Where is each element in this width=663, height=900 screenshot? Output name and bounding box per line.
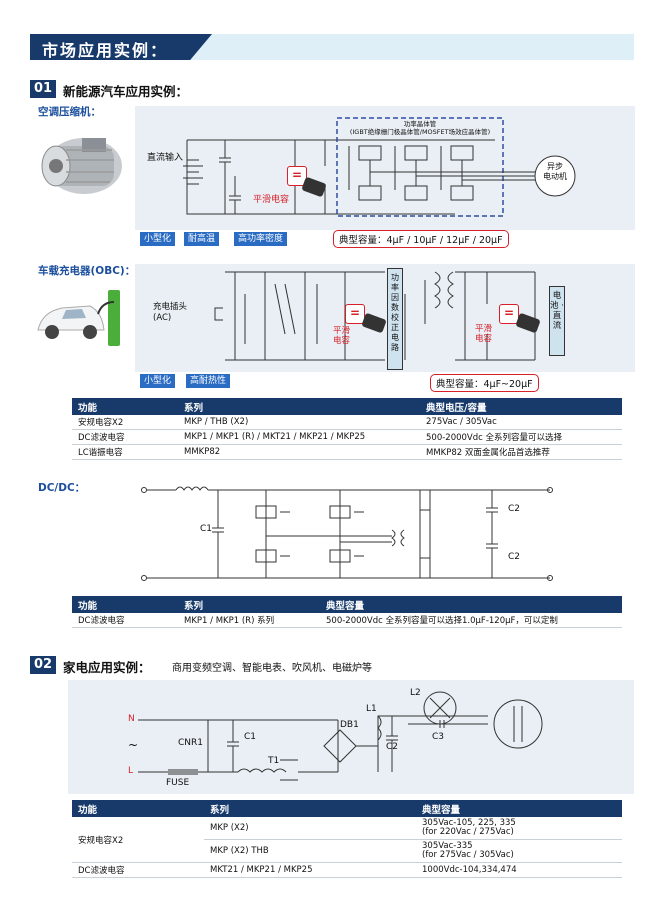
page-title: 市场应用实例： [42,41,169,60]
table-cell: 500-2000Vdc 全系列容量可以选择1.0μF-120μF，可以定制 [320,613,622,628]
table-header: 典型电压/容量 [420,398,622,415]
c1-label: C1 [200,524,213,534]
line-label: L [128,766,134,776]
fuse-label: FUSE [166,778,190,788]
charging-plug-label: 充电插头 (AC) [153,302,188,323]
l1-label: L1 [366,704,377,714]
appliance-capacitor-table: 功能 系列 典型容量 安规电容X2 MKP (X2) 305Vac-105, 2… [72,800,622,878]
table-cell: MKP1 / MKP1 (R) / MKT21 / MKP21 / MKP25 [178,429,420,445]
c2-label-appliance: C2 [386,742,399,752]
tag-compact: 小型化 [140,232,176,246]
pfc-circuit-box: 功率因数校正电路 [387,268,403,370]
table-cell: 1000Vdc-104,334,474 [416,862,622,878]
c3-label: C3 [432,732,445,742]
tag-heat-resistance: 高耐热性 [186,374,231,388]
db1-label: DB1 [340,720,359,730]
compressor-image [32,120,130,202]
table-header: 典型容量 [320,596,622,613]
neutral-label: N [128,714,135,724]
table-header: 系列 [204,800,416,817]
table-cell: MMKP82 双面金属化品首选推荐 [420,444,622,460]
ac-tilde: ~ [128,738,139,752]
table-cell: MKP1 / MKP1 (R) 系列 [178,613,320,628]
table-header: 系列 [178,596,320,613]
table-cell: MKT21 / MKP21 / MKP25 [204,862,416,878]
section-title-02: 家电应用实例： [63,660,151,675]
table-header: 典型容量 [416,800,622,817]
table-cell: LC谐振电容 [72,444,178,460]
c1-label-appliance: C1 [244,732,257,742]
obc-circuit-panel: 充电插头 (AC) 功率因数校正电路 = 平滑 电容 = 平滑 电容 电池 · … [135,264,635,372]
ev-capacitor-table: 功能 系列 典型电压/容量 安规电容X2 MKP / THB (X2) 275V… [72,398,622,460]
motor-label: 异步 电动机 [543,162,567,181]
t1-label: T1 [268,756,280,766]
table-row: 安规电容X2 MKP / THB (X2) 275Vac / 305Vac [72,415,622,430]
l2-label: L2 [410,688,421,698]
table-cell: DC滤波电容 [72,613,178,628]
table-header: 功能 [72,596,178,613]
ev-charging-image [32,282,130,352]
smoothing-cap-label: 平滑电容 [253,195,290,205]
table-row: DC滤波电容 MKT21 / MKP21 / MKP25 1000Vdc-104… [72,862,622,878]
table-cell: 305Vac-105, 225, 335 (for 220Vac / 275Va… [416,817,622,840]
table-row: DC滤波电容 MKP1 / MKP1 (R) 系列 500-2000Vdc 全系… [72,613,622,628]
tag-high-temp: 耐高温 [184,232,220,246]
section-number-01: 01 [30,80,56,98]
table-row: MKP (X2) THB 305Vac-335 (for 275Vac / 30… [72,839,622,863]
compressor-circuit-panel: 直流输入 功率晶体管 (IGBT绝缘栅门极晶体管/MOSFET场效应晶体管) 异… [135,106,635,230]
compressor-subtitle: 空调压缩机： [38,106,101,118]
table-row: DC滤波电容 MKP1 / MKP1 (R) / MKT21 / MKP21 /… [72,429,622,445]
section-title-01: 新能源汽车应用实例： [63,84,189,99]
tag-compact-obc: 小型化 [140,374,176,388]
ipm-label: 功率晶体管 (IGBT绝缘栅门极晶体管/MOSFET场效应晶体管) [349,120,491,136]
table-cell: DC滤波电容 [72,862,204,878]
table-cell: MKP (X2) THB [204,839,416,863]
section-description-02: 商用变频空调、智能电表、吹风机、电磁炉等 [172,663,372,674]
dcdc-circuit: C1 C2 C2 [130,480,560,590]
tag-high-power-density: 高功率密度 [234,232,288,246]
battery-box: 电池 · 直流 [549,286,565,356]
table-cell: 305Vac-335 (for 275Vac / 305Vac) [416,839,622,863]
table-cell: MKP / THB (X2) [178,415,420,430]
compressor-typical-capacity: 典型容量：4μF / 10μF / 12μF / 20μF [333,230,509,248]
section-number-02: 02 [30,656,56,674]
c2-label-bottom: C2 [508,552,521,562]
dcdc-subtitle: DC/DC： [38,482,86,494]
obc-typical-capacity: 典型容量：4μF~20μF [430,374,539,392]
dc-input-label: 直流输入 [147,153,184,163]
smoothing-cap-label-1: 平滑 电容 [333,326,351,346]
header-title-bg [30,34,212,60]
table-cell: DC滤波电容 [72,429,178,445]
table-header: 功能 [72,800,204,817]
table-cell: 275Vac / 305Vac [420,415,622,430]
table-row: 安规电容X2 MKP (X2) 305Vac-105, 225, 335 (fo… [72,817,622,863]
obc-subtitle: 车载充电器(OBC)： [38,265,136,277]
table-cell: 500-2000Vdc 全系列容量可以选择 [420,429,622,445]
dcdc-capacitor-table: 功能 系列 典型容量 DC滤波电容 MKP1 / MKP1 (R) 系列 500… [72,596,622,628]
table-cell: MKP (X2) [204,817,416,840]
table-header: 系列 [178,398,420,415]
table-cell: 安规电容X2 [72,817,204,863]
table-header: 功能 [72,398,178,415]
cnr1-label: CNR1 [178,738,203,748]
table-cell: 安规电容X2 [72,415,178,430]
smoothing-cap-label-2: 平滑 电容 [475,324,493,344]
capacitor-icon: = [287,166,307,186]
table-cell: MMKP82 [178,444,420,460]
table-row: LC谐振电容 MMKP82 MMKP82 双面金属化品首选推荐 [72,444,622,460]
appliance-circuit-panel: N ~ L CNR1 C1 FUSE T1 DB1 L1 L2 C2 C3 [68,680,634,794]
c2-label-top: C2 [508,504,521,514]
